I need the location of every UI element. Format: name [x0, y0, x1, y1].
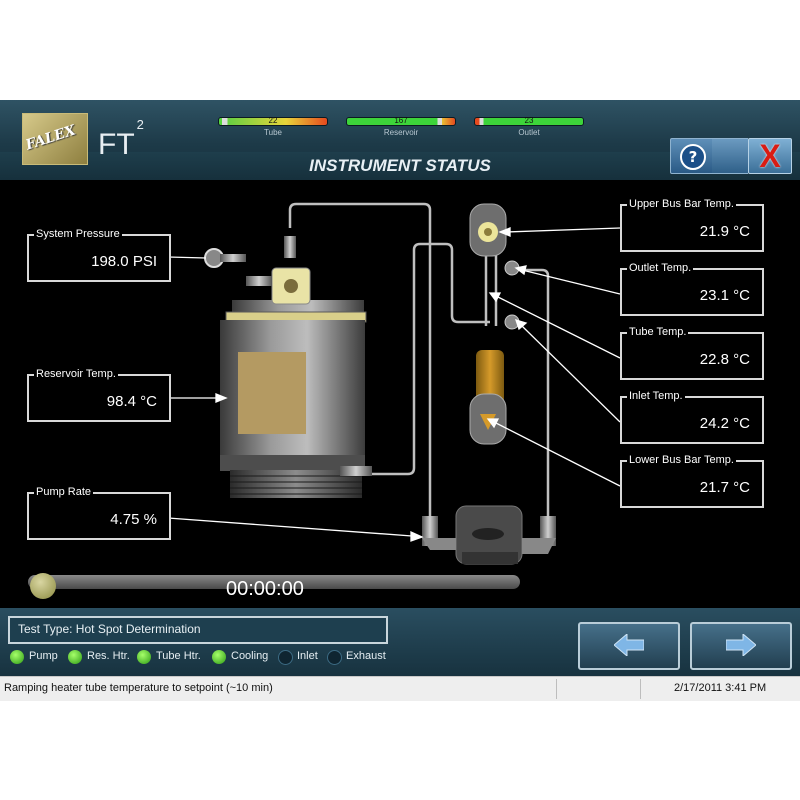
- status-separator: [556, 679, 557, 699]
- falex-logo: FALEX: [22, 113, 88, 165]
- res-htr-indicator-label: Res. Htr.: [87, 650, 130, 662]
- status-message: Ramping heater tube temperature to setpo…: [4, 682, 273, 694]
- tube-htr-indicator-label: Tube Htr.: [156, 650, 201, 662]
- pump-unit: [422, 505, 556, 565]
- app-name: FT2: [98, 117, 144, 161]
- outlet-temp-readout: Outlet Temp. 23.1 °C: [620, 262, 764, 316]
- reservoir-temp-readout: Reservoir Temp. 98.4 °C: [27, 368, 171, 422]
- inlet-temp-label: Inlet Temp.: [627, 390, 685, 402]
- system-pressure-value: 198.0 PSI: [91, 253, 157, 270]
- outlet-gauge-value: 23: [524, 116, 534, 125]
- pressure-sensor: [204, 248, 246, 268]
- app-superscript: 2: [136, 117, 144, 132]
- pump-status-light: [10, 650, 24, 664]
- header-button-spacer: [712, 138, 748, 174]
- header-bar: FALEX FT2 22 Tube 167 Reservoir 23 Outle…: [0, 100, 800, 180]
- reservoir-temp-value: 98.4 °C: [106, 393, 157, 410]
- elapsed-timer: 00:00:00: [226, 578, 304, 600]
- reservoir-gauge: 167 Reservoir: [346, 116, 456, 137]
- pump-indicator-label: Pump: [29, 650, 58, 662]
- upper-bus-bar: [469, 203, 507, 257]
- status-bar: Ramping heater tube temperature to setpo…: [0, 676, 800, 701]
- upper-bus-bar-temp-label: Upper Bus Bar Temp.: [627, 198, 736, 210]
- outlet-gauge-label: Outlet: [518, 128, 540, 137]
- back-button[interactable]: [578, 622, 680, 670]
- outlet-temp-value: 23.1 °C: [699, 287, 750, 304]
- heater-tube: [469, 350, 507, 445]
- forward-button[interactable]: [690, 622, 792, 670]
- outlet-temp-label: Outlet Temp.: [627, 262, 694, 274]
- lower-bus-bar-temp-readout: Lower Bus Bar Temp. 21.7 °C: [620, 454, 764, 508]
- reservoir-gauge-label: Reservoir: [383, 128, 419, 137]
- test-progress-track: [28, 575, 520, 589]
- cooling-status-light: [212, 650, 226, 664]
- tube-htr-status-light: [137, 650, 151, 664]
- lower-bus-bar-temp-value: 21.7 °C: [699, 479, 750, 496]
- reservoir-gauge-value: 167: [394, 116, 408, 125]
- close-button[interactable]: X: [748, 138, 792, 174]
- exhaust-indicator-label: Exhaust: [346, 650, 386, 662]
- help-icon: ?: [680, 144, 706, 170]
- control-panel: Test Type: Hot Spot Determination Pump R…: [0, 608, 800, 676]
- reservoir-temp-label: Reservoir Temp.: [34, 368, 118, 380]
- inlet-indicator-label: Inlet: [297, 650, 318, 662]
- close-icon: X: [759, 138, 781, 174]
- pump-rate-value: 4.75 %: [110, 511, 157, 528]
- inlet-status-light: [278, 650, 293, 665]
- tube-gauge: 22 Tube: [218, 116, 328, 137]
- status-datetime: 2/17/2011 3:41 PM: [674, 682, 767, 694]
- pump-rate-readout: Pump Rate 4.75 %: [27, 486, 171, 540]
- arrow-right-icon: [726, 634, 756, 656]
- help-button[interactable]: ?: [670, 138, 714, 174]
- screen-title: INSTRUMENT STATUS: [309, 156, 491, 175]
- test-type-field[interactable]: Test Type: Hot Spot Determination: [8, 616, 388, 644]
- outlet-gauge: 23 Outlet: [474, 116, 584, 137]
- pointer-lines: [167, 227, 621, 542]
- upper-bus-bar-temp-value: 21.9 °C: [699, 223, 750, 240]
- inlet-temp-value: 24.2 °C: [699, 415, 750, 432]
- inlet-temp-readout: Inlet Temp. 24.2 °C: [620, 390, 764, 444]
- instrument-schematic: [167, 202, 621, 565]
- status-separator: [640, 679, 641, 699]
- lower-bus-bar-temp-label: Lower Bus Bar Temp.: [627, 454, 736, 466]
- tube-gauge-value: 22: [268, 116, 278, 125]
- tube-temp-readout: Tube Temp. 22.8 °C: [620, 326, 764, 380]
- instrument-status-window: FALEX FT2 22 Tube 167 Reservoir 23 Outle…: [0, 100, 800, 701]
- test-type-text: Test Type: Hot Spot Determination: [18, 622, 201, 636]
- tube-gauge-label: Tube: [264, 128, 282, 137]
- system-pressure-label: System Pressure: [34, 228, 122, 240]
- system-pressure-readout: System Pressure 198.0 PSI: [27, 228, 171, 282]
- cooling-indicator-label: Cooling: [231, 650, 269, 662]
- reservoir-drum: [220, 236, 372, 498]
- pump-rate-label: Pump Rate: [34, 486, 94, 498]
- tube-temp-label: Tube Temp.: [627, 326, 689, 338]
- upper-bus-bar-temp-readout: Upper Bus Bar Temp. 21.9 °C: [620, 198, 764, 252]
- tube-temp-value: 22.8 °C: [699, 351, 750, 368]
- arrow-left-icon: [614, 634, 644, 656]
- test-progress-knob[interactable]: [30, 573, 56, 599]
- res-htr-status-light: [68, 650, 82, 664]
- exhaust-status-light: [327, 650, 342, 665]
- title-strip: [0, 152, 800, 180]
